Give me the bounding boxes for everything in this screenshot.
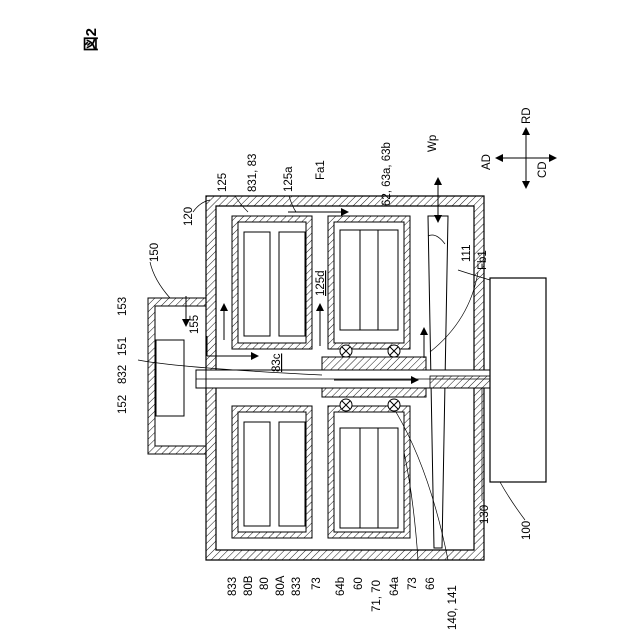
label-AD: AD [481,154,493,170]
label-64b: 64b [335,577,347,596]
label-RD: RD [521,107,533,124]
label-111: 111 [461,245,473,262]
label-80B: 80B [243,575,255,596]
label-80A: 80A [275,575,287,596]
lower-stator-core-left [232,406,312,538]
label-151: 151 [117,337,129,356]
figure-label: 図2 [83,28,100,51]
label-Fb1: Fb1 [477,250,489,270]
label-833-b: 833 [291,577,303,596]
label-Fa1: Fa1 [315,160,327,180]
upper-stator-core-left [232,216,312,349]
label-152: 152 [117,395,129,414]
label-Wp: Wp [427,135,439,152]
label-832: 832 [117,365,129,384]
label-155: 155 [189,315,201,334]
label-140-141: 140, 141 [447,585,459,630]
label-125a: 125a [283,166,295,192]
label-83c: 83c [271,353,283,372]
label-150: 150 [149,243,161,262]
label-120: 120 [183,207,195,226]
label-125d: 125d [315,270,327,296]
label-100: 100 [521,521,533,540]
label-CD: CD [537,161,549,178]
label-833-a: 833 [227,577,239,596]
component-100 [490,278,546,482]
label-71-70: 71, 70 [371,580,383,612]
label-64a: 64a [389,576,401,596]
label-66: 66 [425,577,437,590]
label-60: 60 [353,577,365,590]
label-130: 130 [479,505,491,524]
upper-stator-core-right [328,216,410,349]
label-153: 153 [117,297,129,316]
lower-stator-core-right [328,406,410,538]
label-831-83: 831, 83 [247,154,259,192]
label-80: 80 [259,577,271,590]
direction-indicator [496,128,556,188]
label-73-a: 73 [311,577,323,590]
label-125: 125 [217,173,229,192]
label-62-63a-63b: 62, 63a, 63b [381,142,393,206]
label-73-b: 73 [407,577,419,590]
shaft [196,370,496,388]
